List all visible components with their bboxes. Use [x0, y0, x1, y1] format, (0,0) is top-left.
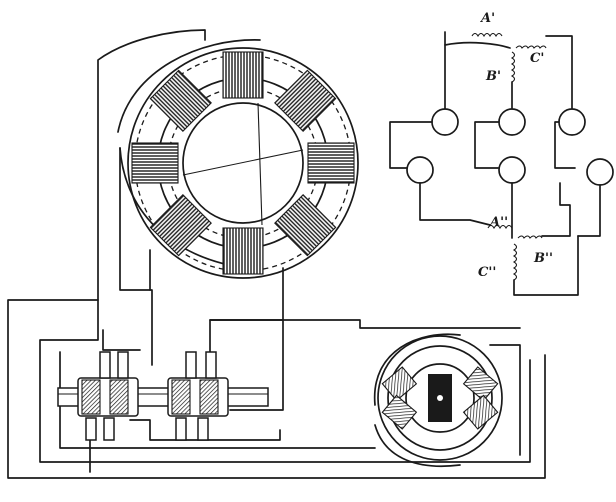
- motor-outer-ring: [377, 335, 503, 461]
- brush: [103, 417, 115, 441]
- coil-a-prime: [471, 32, 503, 38]
- lower-wire-bottom: [513, 235, 579, 296]
- upper-wire-c: [545, 35, 573, 111]
- coil-b-double: [517, 235, 543, 239]
- small-motor: [373, 333, 521, 468]
- cross-wire-3: [554, 121, 576, 169]
- lamp: [498, 108, 526, 136]
- motor-inner-ring: [405, 363, 475, 433]
- motor-mid-ring: [387, 345, 493, 451]
- motor-lead: [489, 344, 521, 456]
- coil-a-double: [487, 224, 513, 230]
- label-b-prime: B': [485, 69, 501, 84]
- cross-wire-2: [474, 121, 500, 169]
- stator-coil: [149, 194, 212, 257]
- motor-coil: [381, 394, 418, 430]
- wire-stator-to-brush: [119, 147, 153, 366]
- stator-frame-arc: [117, 39, 261, 133]
- brush: [197, 417, 209, 441]
- stator-coil: [274, 69, 337, 132]
- main-machine: [117, 39, 359, 279]
- coil-c-prime: [515, 45, 547, 49]
- cross-wire-1: [389, 121, 433, 169]
- main-wiring: [7, 29, 546, 479]
- label-a-prime: A': [479, 11, 495, 26]
- motor-axle: [437, 395, 443, 401]
- wire-to-small-motor: [209, 319, 521, 329]
- lamp: [431, 108, 459, 136]
- brush: [175, 417, 187, 441]
- wire-outer-loop: [7, 29, 546, 479]
- lower-wire-right: [577, 184, 601, 237]
- stator-coils: [131, 51, 355, 275]
- shaft-assembly: [57, 351, 269, 441]
- motor-frame-lower: [374, 424, 461, 468]
- lamp: [586, 158, 614, 186]
- slip-ring-right: [167, 351, 229, 441]
- motor-coil: [462, 366, 499, 402]
- brush: [205, 351, 217, 379]
- lamp: [406, 156, 434, 184]
- coil-b-prime: [510, 51, 516, 83]
- rotor-line-h: [182, 149, 304, 176]
- rotor: [182, 102, 304, 224]
- motor-coil: [381, 366, 418, 402]
- motor-coil: [462, 394, 499, 430]
- label-a-double: A'': [488, 215, 508, 230]
- label-c-double: C'': [478, 265, 496, 280]
- coil-c-double: [512, 243, 518, 281]
- wire-brush-top: [102, 329, 141, 351]
- stator-coil: [149, 69, 212, 132]
- lamp: [558, 108, 586, 136]
- label-b-double: B'': [533, 251, 553, 266]
- slip-ring-left: [77, 351, 139, 441]
- wire-bottom-run: [59, 351, 376, 449]
- stator-coil: [274, 194, 337, 257]
- label-c-prime: C': [530, 51, 544, 66]
- brush: [85, 417, 97, 441]
- lower-wire-c: [541, 182, 571, 237]
- stator-coil: [222, 51, 264, 99]
- wire-second-loop: [39, 299, 531, 463]
- stator-outer-ring: [127, 47, 359, 279]
- brush: [99, 351, 111, 379]
- wire-right-lower: [229, 319, 284, 411]
- stator-coil: [131, 142, 179, 184]
- stator-coil: [307, 142, 355, 184]
- lower-wire-a: [419, 182, 491, 226]
- wire-brush-bottom: [129, 419, 281, 441]
- brush: [185, 351, 197, 379]
- rotor-line-v: [257, 102, 263, 226]
- three-phase-schematic: A' B' C' A'' B'' C'': [389, 11, 614, 296]
- stator-coil: [222, 227, 264, 275]
- motor-frame-arc: [373, 333, 461, 406]
- brush: [117, 351, 129, 379]
- lamp: [498, 156, 526, 184]
- wire-right-lead: [209, 267, 284, 361]
